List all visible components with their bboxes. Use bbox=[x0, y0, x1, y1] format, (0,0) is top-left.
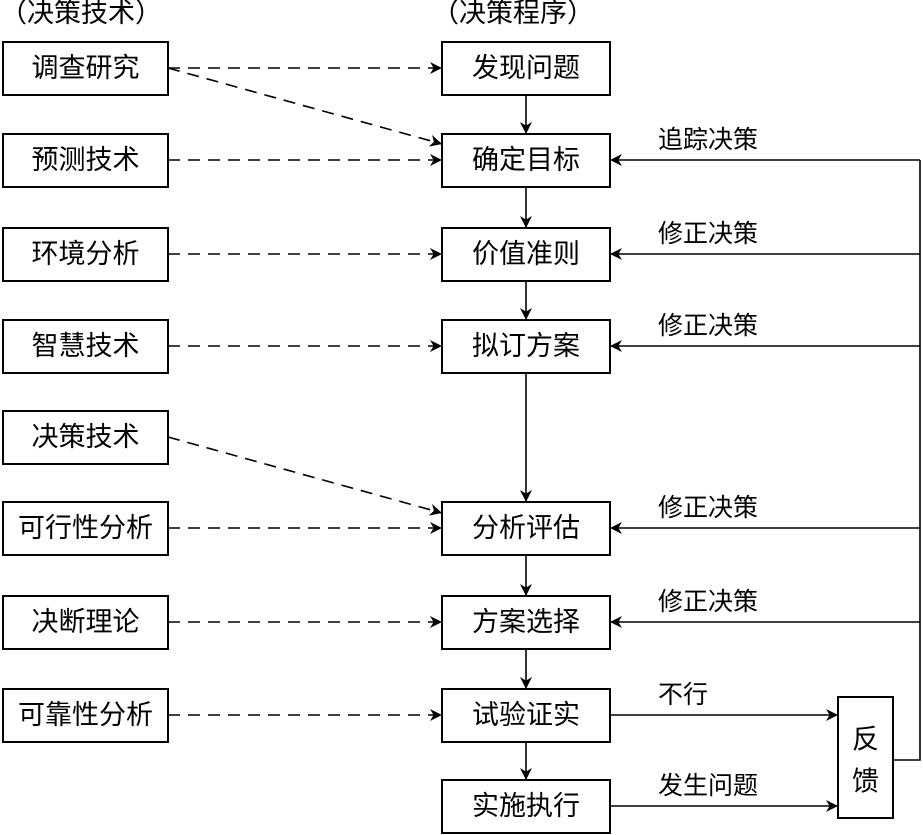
technique-column: 调查研究 预测技术 环境分析 智慧技术 决策技术 可行性分析 决断理论 可靠性分… bbox=[2, 41, 169, 743]
loop-label: 追踪决策 bbox=[658, 125, 758, 154]
technique-box bbox=[2, 595, 169, 650]
loop-label: 修正决策 bbox=[658, 311, 758, 340]
techniques-header: （决策技术） bbox=[0, 0, 162, 29]
feedback-box bbox=[837, 696, 894, 819]
technique-box bbox=[2, 410, 169, 465]
feedback-label-bottom: 馈 bbox=[852, 767, 879, 798]
loop-label: 修正决策 bbox=[658, 219, 758, 248]
step-label: 实施执行 bbox=[472, 791, 580, 822]
technique-label: 决断理论 bbox=[32, 607, 140, 638]
loop-label: 修正决策 bbox=[658, 587, 758, 616]
loop-label: 修正决策 bbox=[658, 493, 758, 522]
step-label: 确定目标 bbox=[472, 145, 580, 176]
feedback-loop: 追踪决策 修正决策 修正决策 修正决策 修正决策 bbox=[610, 125, 921, 761]
step-label: 拟订方案 bbox=[472, 331, 580, 362]
step-box bbox=[441, 595, 611, 650]
technique-label: 可靠性分析 bbox=[18, 700, 153, 731]
technique-label: 智慧技术 bbox=[32, 331, 140, 362]
technique-link-arrow bbox=[167, 436, 443, 516]
technique-box bbox=[2, 227, 169, 282]
step-box bbox=[441, 688, 611, 743]
technique-box bbox=[2, 501, 169, 556]
step-box bbox=[441, 779, 611, 834]
technique-label: 调查研究 bbox=[32, 53, 140, 84]
feedback-return-line bbox=[893, 160, 921, 761]
step-label: 方案选择 bbox=[472, 607, 580, 638]
technique-box bbox=[2, 688, 169, 743]
technique-label: 决策技术 bbox=[32, 422, 140, 453]
technique-link-arrows bbox=[167, 62, 443, 721]
technique-label: 预测技术 bbox=[32, 145, 140, 176]
step-label: 试验证实 bbox=[472, 700, 580, 731]
technique-link-arrow bbox=[167, 67, 443, 147]
fail-label: 不行 bbox=[658, 680, 708, 709]
procedure-header: （决策程序） bbox=[432, 0, 594, 29]
technique-box bbox=[2, 133, 169, 188]
outcome-arrows: 不行 发生问题 bbox=[610, 680, 838, 812]
step-label: 价值准则 bbox=[472, 239, 580, 270]
step-label: 发现问题 bbox=[472, 53, 580, 84]
technique-box bbox=[2, 41, 169, 96]
problem-label: 发生问题 bbox=[658, 771, 758, 800]
step-label: 分析评估 bbox=[472, 513, 580, 544]
feedback-label-top: 反 bbox=[852, 725, 879, 756]
technique-label: 环境分析 bbox=[32, 239, 140, 270]
technique-label: 可行性分析 bbox=[18, 513, 153, 544]
